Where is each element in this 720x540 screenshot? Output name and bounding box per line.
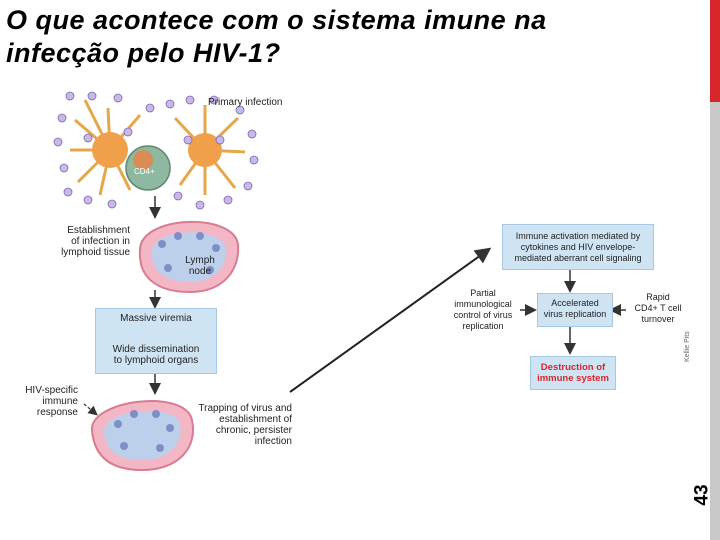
label-hiv-response-line-3: response [36, 407, 78, 418]
label-accelerated-line-1: Accelerated [551, 298, 599, 308]
label-hiv-specific-response: HIV-specific immune response [22, 385, 78, 418]
label-massive-viremia: Massive viremia [120, 313, 192, 324]
label-immune-activation-line-3: mediated aberrant cell signaling [514, 253, 642, 263]
label-wide-dissemination-line-1: Wide dissemination [112, 344, 200, 355]
label-cd4: CD4+ [134, 167, 155, 176]
label-lymph-node-line-2: node [188, 266, 212, 277]
label-hiv-response-line-1: HIV-specific [25, 385, 78, 396]
label-accelerated-line-2: virus replication [543, 309, 607, 319]
label-destruction: Destruction of immune system [531, 362, 615, 384]
label-primary-infection: Primary infection [208, 97, 283, 108]
label-rapid-line-1: Rapid [646, 292, 670, 302]
label-partial-line-1: Partial [470, 288, 496, 298]
label-immune-activation: Immune activation mediated by cytokines … [503, 231, 653, 264]
box-accelerated-replication: Accelerated virus replication [537, 293, 613, 327]
label-establishment: Establishment of infection in lymphoid t… [58, 225, 130, 258]
label-establishment-line-1: Establishment [67, 225, 130, 236]
label-trapping-line-1: Trapping of virus and [198, 403, 292, 414]
label-rapid-turnover: Rapid CD4+ T cell turnover [628, 292, 688, 325]
label-hiv-response-line-2: immune [42, 396, 78, 407]
label-immune-activation-line-2: cytokines and HIV envelope- [520, 242, 636, 252]
label-partial-line-2: immunological [454, 299, 512, 309]
box-immune-activation: Immune activation mediated by cytokines … [502, 224, 654, 270]
dendritic-cell-left [70, 99, 142, 196]
label-partial-line-4: replication [462, 321, 504, 331]
label-lymph-node: Lymph node [180, 255, 220, 277]
label-destruction-line-2: immune system [537, 373, 609, 384]
label-trapping-line-2: establishment of [219, 414, 292, 425]
lymph-node-lower [90, 400, 195, 472]
label-destruction-line-1: Destruction of [540, 362, 606, 373]
cd4-t-cell [125, 145, 171, 191]
label-establishment-line-2: of infection in [71, 236, 130, 247]
box-destruction-immune-system: Destruction of immune system [530, 356, 616, 390]
slide-title: O que acontece com o sistema imune na in… [6, 4, 666, 70]
label-lymph-node-line-1: Lymph [185, 255, 215, 266]
label-rapid-line-3: turnover [641, 314, 675, 324]
label-trapping-line-3: chronic, persister [215, 425, 292, 436]
right-edge-white-strip [694, 0, 710, 540]
label-partial-line-3: control of virus [453, 310, 513, 320]
slide-title-line-1: O que acontece com o sistema imune na [6, 5, 547, 35]
right-edge-red-accent [710, 0, 720, 102]
box-viremia-dissemination: Massive viremia Wide dissemination to ly… [95, 308, 217, 374]
label-wide-dissemination-line-2: to lymphoid organs [113, 355, 199, 366]
virion-particles [53, 91, 259, 210]
label-trapping: Trapping of virus and establishment of c… [188, 403, 292, 447]
dendritic-cell-right [173, 105, 246, 195]
label-wide-dissemination: Wide dissemination to lymphoid organs [96, 344, 216, 366]
label-establishment-line-3: lymphoid tissue [61, 247, 130, 258]
lymph-node-upper [138, 220, 240, 294]
label-partial-control: Partial immunological control of virus r… [446, 288, 520, 332]
label-immune-activation-line-1: Immune activation mediated by [515, 231, 641, 241]
label-rapid-line-2: CD4+ T cell [634, 303, 682, 313]
slide-title-line-2: infecção pelo HIV-1? [6, 38, 281, 68]
label-trapping-line-4: infection [254, 436, 292, 447]
label-accelerated-replication: Accelerated virus replication [538, 298, 612, 320]
